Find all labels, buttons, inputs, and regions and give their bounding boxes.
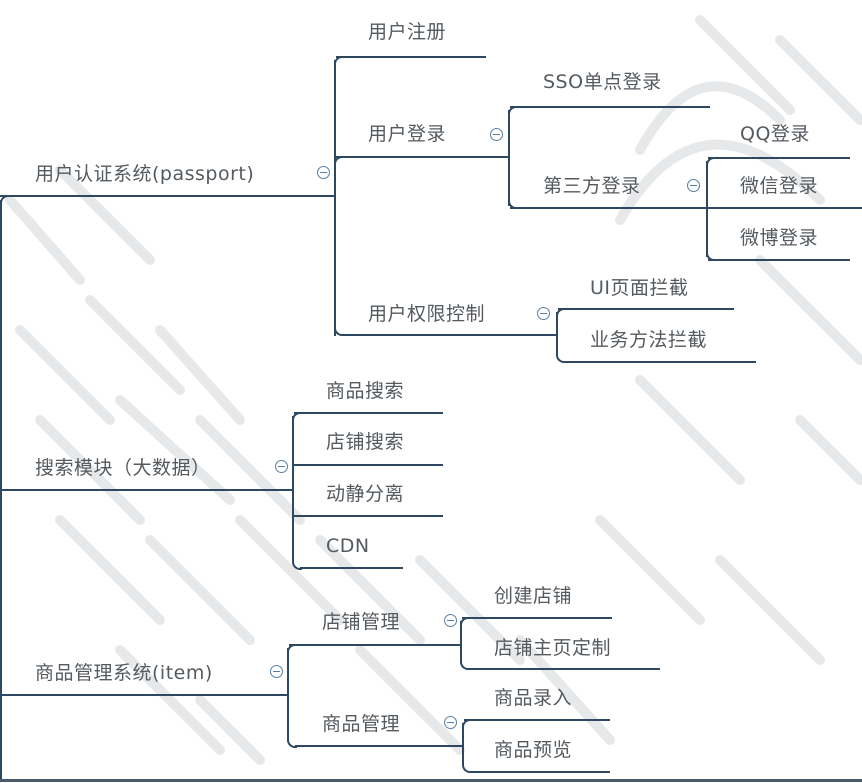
node-static-dynamic[interactable]: 动静分离 [326,483,405,505]
branch-user-auth-line [0,195,336,197]
node-product-management-line [295,745,462,747]
node-shop-search[interactable]: 店铺搜索 [326,431,405,453]
node-sso-login[interactable]: SSO单点登录 [543,71,662,93]
node-create-shop-line [462,617,612,619]
node-product-entry-line [464,719,610,721]
node-cdn-line [300,567,403,569]
node-ui-intercept[interactable]: UI页面拦截 [590,277,689,299]
connector-item [287,648,289,740]
node-product-preview-line [470,771,610,773]
node-shop-management[interactable]: 店铺管理 [322,611,401,633]
node-third-party-login-line [510,207,862,209]
node-product-management[interactable]: 商品管理 [322,713,401,735]
connector-corner [0,195,10,205]
node-qq-login-line [708,157,850,159]
node-create-shop[interactable]: 创建店铺 [494,585,573,607]
connector-user-login [508,110,510,206]
node-product-search[interactable]: 商品搜索 [326,380,405,402]
branch-search-line [0,489,294,491]
branch-item-management[interactable]: 商品管理系统(item) [35,662,213,684]
node-business-intercept-line [564,361,756,363]
branch-user-auth[interactable]: 用户认证系统(passport) [35,163,255,185]
node-product-preview[interactable]: 商品预览 [494,739,573,761]
collapse-toggle-icon[interactable] [687,179,700,192]
node-sso-login-line [510,106,710,108]
node-user-register-line [336,56,486,58]
collapse-toggle-icon[interactable] [444,614,457,627]
connector-corner [460,660,470,670]
node-product-search-line [294,412,443,414]
collapse-toggle-icon[interactable] [275,460,288,473]
node-shop-homepage[interactable]: 店铺主页定制 [494,637,612,659]
node-shop-management-line [289,644,462,646]
node-third-party-login[interactable]: 第三方登录 [543,175,641,197]
node-product-entry[interactable]: 商品录入 [494,687,573,709]
bottom-border [0,779,862,782]
connector-corner [556,353,566,363]
node-user-register[interactable]: 用户注册 [368,21,447,43]
node-ui-intercept-line [558,308,734,310]
branch-item-line [0,694,289,696]
node-user-permission[interactable]: 用户权限控制 [368,303,486,325]
collapse-toggle-icon[interactable] [444,716,457,729]
connector-third-party [706,161,708,257]
connector-permission [556,312,558,356]
node-shop-search-line [294,464,443,466]
node-user-login-line [336,156,509,158]
node-weibo-login[interactable]: 微博登录 [740,227,819,249]
node-qq-login[interactable]: QQ登录 [740,123,810,145]
connector-product [462,723,464,765]
connector-shop [460,621,462,663]
collapse-toggle-icon[interactable] [317,166,330,179]
collapse-toggle-icon[interactable] [537,307,550,320]
node-user-login[interactable]: 用户登录 [368,123,447,145]
branch-search-module[interactable]: 搜索模块（大数据） [35,457,211,479]
connector-corner [292,560,302,570]
node-weibo-login-line [708,259,850,261]
node-shop-homepage-line [468,668,660,670]
connector-search [292,416,294,562]
node-cdn[interactable]: CDN [326,535,370,557]
connector-corner [287,738,297,748]
connector-corner [334,326,344,336]
node-business-intercept[interactable]: 业务方法拦截 [590,329,708,351]
node-wechat-login[interactable]: 微信登录 [740,175,819,197]
connector-user-auth [334,60,336,336]
connector-corner [462,763,472,773]
node-user-permission-line [342,334,558,336]
connector-corner [334,156,344,166]
collapse-toggle-icon[interactable] [490,128,503,141]
collapse-toggle-icon[interactable] [270,665,283,678]
node-static-dynamic-line [294,515,443,517]
